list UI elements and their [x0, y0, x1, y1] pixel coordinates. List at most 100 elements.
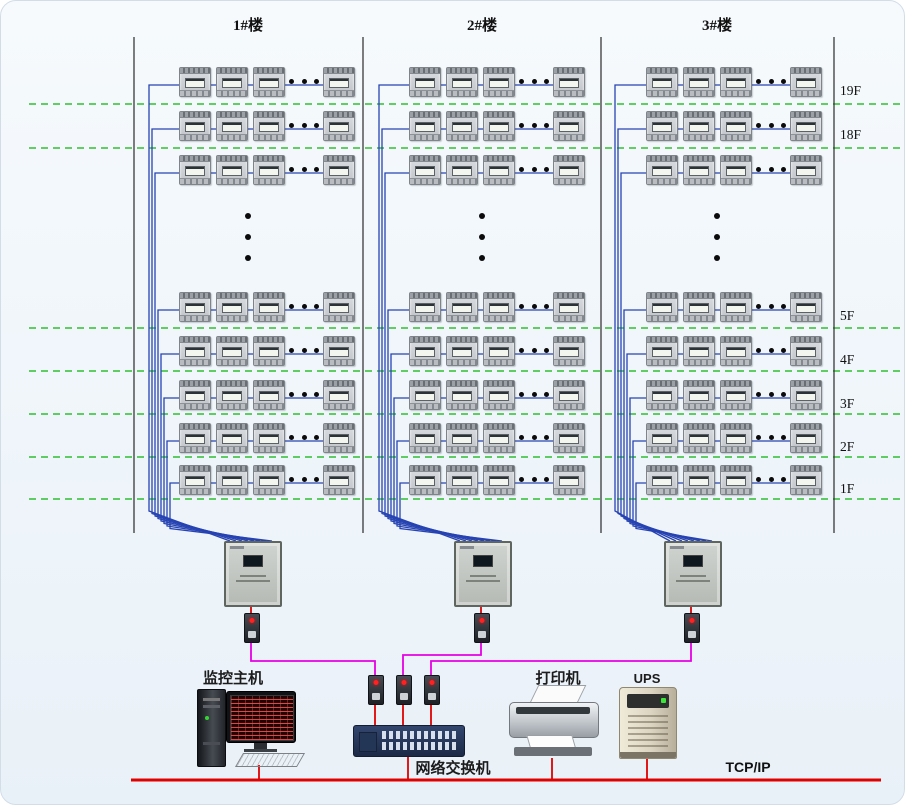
row-ellipsis-dots — [756, 346, 786, 354]
meter-lower-terminals — [484, 403, 514, 409]
meter-lower-terminals — [684, 315, 714, 321]
dot — [756, 434, 761, 440]
energy-meter — [323, 465, 355, 495]
dot — [768, 476, 774, 482]
meter-terminal-strip — [324, 466, 354, 472]
meter-display — [559, 122, 579, 132]
cluster-converter-2 — [396, 675, 412, 705]
meter-display — [489, 78, 509, 88]
meter-terminal-strip — [791, 68, 821, 74]
dot — [531, 122, 537, 128]
meter-display — [452, 166, 472, 176]
energy-meter — [409, 111, 441, 141]
meter-lower-terminals — [180, 90, 210, 96]
energy-meter — [790, 423, 822, 453]
rs485-link — [402, 641, 482, 675]
meter-lower-terminals — [791, 315, 821, 321]
row-ellipsis-dots — [519, 390, 549, 398]
meter-terminal-strip — [684, 337, 714, 343]
meter-display — [259, 166, 279, 176]
meter-terminal-strip — [721, 112, 751, 118]
meter-display — [796, 434, 816, 444]
row-ellipsis-dots — [756, 302, 786, 310]
dot — [531, 391, 537, 397]
meter-display — [689, 78, 709, 88]
meter-bus-wire — [166, 440, 329, 542]
meter-display — [415, 303, 435, 313]
meter-terminal-strip — [254, 466, 284, 472]
meter-terminal-strip — [647, 381, 677, 387]
printer-label: 打印机 — [535, 671, 581, 687]
dot — [756, 78, 761, 84]
floor-label: 19F — [840, 83, 862, 98]
meter-display — [689, 122, 709, 132]
network-switch — [353, 725, 465, 757]
energy-meter — [253, 465, 285, 495]
meter-lower-terminals — [324, 134, 354, 140]
meter-display — [259, 476, 279, 486]
switch-port-row — [382, 731, 458, 739]
collector-logo — [230, 546, 244, 549]
meter-display — [559, 166, 579, 176]
dot — [314, 347, 319, 353]
dot — [756, 303, 761, 309]
meter-lower-terminals — [217, 90, 247, 96]
meter-terminal-strip — [447, 156, 477, 162]
collector-text-line — [470, 575, 496, 577]
dot — [314, 391, 319, 397]
meter-terminal-strip — [447, 337, 477, 343]
row-ellipsis-dots — [289, 302, 319, 310]
energy-meter — [409, 380, 441, 410]
collector-text-line — [676, 580, 710, 582]
energy-meter — [683, 380, 715, 410]
energy-meter — [683, 465, 715, 495]
meter-lower-terminals — [684, 90, 714, 96]
energy-meter — [646, 111, 678, 141]
meter-terminal-strip — [410, 112, 440, 118]
dot — [544, 303, 549, 309]
meter-display — [559, 347, 579, 357]
energy-meter — [409, 423, 441, 453]
energy-meter — [483, 67, 515, 97]
energy-meter — [646, 292, 678, 322]
dot — [756, 476, 761, 482]
meter-terminal-strip — [180, 156, 210, 162]
dot — [289, 434, 294, 440]
row-ellipsis-dots — [519, 302, 549, 310]
meter-terminal-strip — [647, 424, 677, 430]
meter-terminal-strip — [684, 466, 714, 472]
collector-text-line — [240, 575, 266, 577]
meter-display — [652, 303, 672, 313]
meter-display — [329, 78, 349, 88]
meter-display — [726, 391, 746, 401]
energy-meter — [323, 423, 355, 453]
meter-lower-terminals — [721, 315, 751, 321]
dot — [289, 166, 294, 172]
dot — [544, 391, 549, 397]
meter-lower-terminals — [217, 134, 247, 140]
energy-meter — [216, 67, 248, 97]
meter-lower-terminals — [217, 488, 247, 494]
meter-terminal-strip — [721, 466, 751, 472]
meter-terminal-strip — [554, 466, 584, 472]
meter-lower-terminals — [410, 359, 440, 365]
meter-lower-terminals — [447, 178, 477, 184]
meter-lower-terminals — [554, 178, 584, 184]
meter-display — [796, 166, 816, 176]
meter-terminal-strip — [791, 112, 821, 118]
meter-terminal-strip — [254, 68, 284, 74]
meter-display — [222, 347, 242, 357]
meter-lower-terminals — [254, 446, 284, 452]
meter-lower-terminals — [324, 403, 354, 409]
energy-meter — [179, 67, 211, 97]
energy-meter — [790, 67, 822, 97]
meter-lower-terminals — [721, 403, 751, 409]
meter-lower-terminals — [647, 446, 677, 452]
meter-lower-terminals — [484, 488, 514, 494]
energy-meter — [409, 292, 441, 322]
meter-lower-terminals — [554, 134, 584, 140]
meter-terminal-strip — [721, 337, 751, 343]
row-ellipsis-dots — [519, 433, 549, 441]
dot — [768, 166, 774, 172]
switch-brand-panel — [359, 732, 377, 752]
